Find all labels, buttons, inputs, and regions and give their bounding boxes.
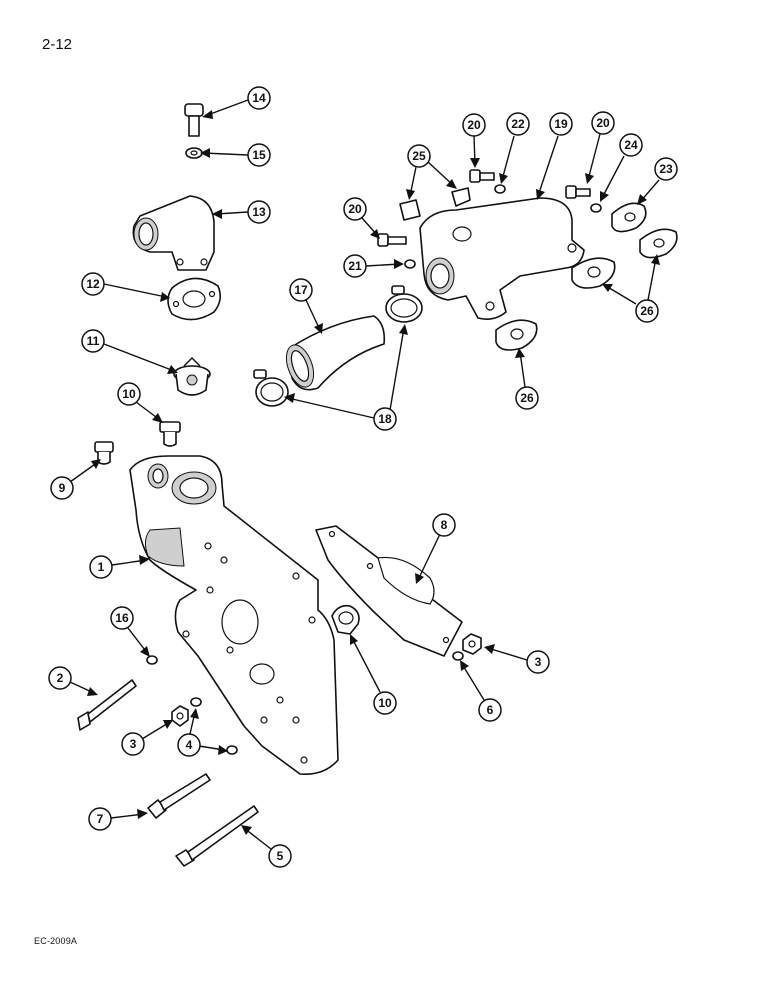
svg-text:24: 24 [624, 138, 638, 152]
svg-text:9: 9 [59, 481, 66, 495]
svg-text:10: 10 [378, 696, 392, 710]
hose-17-drawing [285, 315, 386, 391]
callout-21: 21 [343, 254, 404, 278]
svg-text:7: 7 [97, 812, 104, 826]
lock-washer-6-drawing [452, 651, 464, 661]
bolt-20-middle-drawing [469, 169, 495, 183]
svg-text:14: 14 [252, 91, 266, 105]
callout-24: 24 [600, 133, 643, 202]
lock-washer-16-drawing [146, 655, 158, 665]
callout-5: 5 [241, 825, 292, 868]
callout-12: 12 [81, 272, 170, 302]
svg-text:20: 20 [596, 116, 610, 130]
callout-19: 19 [536, 112, 573, 200]
svg-text:3: 3 [130, 737, 137, 751]
callout-22: 22 [499, 112, 530, 184]
thermostat-11-drawing [173, 357, 211, 396]
callout-20-left: 20 [343, 197, 380, 239]
callout-10-upper: 10 [117, 382, 163, 423]
svg-text:2: 2 [57, 671, 64, 685]
gasket-26-drawing [495, 228, 678, 351]
callout-14: 14 [202, 86, 271, 119]
washer-21-drawing [404, 259, 416, 269]
svg-text:4: 4 [186, 738, 193, 752]
svg-text:11: 11 [87, 334, 100, 348]
svg-text:26: 26 [640, 304, 654, 318]
svg-text:5: 5 [277, 849, 284, 863]
callout-20-right: 20 [585, 111, 615, 184]
thermostat-elbow-13-drawing [132, 195, 215, 271]
svg-text:22: 22 [511, 117, 525, 131]
water-manifold-19-drawing [419, 197, 585, 320]
svg-text:20: 20 [348, 202, 362, 216]
svg-text:17: 17 [294, 283, 308, 297]
callout-18: 18 [284, 324, 408, 431]
callout-1: 1 [89, 555, 150, 579]
callout-7: 7 [88, 807, 148, 831]
nut-3-left-drawing [171, 705, 189, 727]
callout-9: 9 [50, 459, 101, 500]
plug-10-lower-drawing [331, 604, 360, 635]
bolt-14-drawing [184, 103, 204, 137]
callout-25: 25 [406, 144, 457, 200]
page-number: 2-12 [42, 36, 73, 53]
svg-text:10: 10 [122, 387, 136, 401]
lock-washer-4-drawing [190, 697, 238, 755]
gasket-12-drawing [167, 277, 222, 321]
callout-2: 2 [48, 666, 98, 696]
callout-15: 15 [200, 143, 271, 167]
svg-text:16: 16 [115, 611, 129, 625]
bolt-20-left-drawing [377, 233, 407, 247]
callout-4: 4 [177, 708, 228, 757]
callout-6: 6 [460, 660, 502, 722]
svg-text:15: 15 [252, 148, 266, 162]
water-pump-housing-1-drawing [129, 455, 339, 776]
callout-20-middle: 20 [462, 113, 486, 168]
callout-11: 11 [81, 329, 178, 374]
bolt-7-drawing [147, 773, 211, 819]
svg-text:13: 13 [252, 205, 266, 219]
gasket-plate-8-drawing [315, 525, 463, 657]
plug-25-drawing [399, 187, 471, 221]
svg-text:25: 25 [412, 149, 426, 163]
svg-text:12: 12 [86, 277, 100, 291]
bolt-2-drawing [77, 679, 137, 731]
callout-17: 17 [289, 278, 323, 334]
reference-code: EC-2009A [34, 936, 78, 946]
callout-26-right: 26 [602, 254, 660, 323]
callout-8: 8 [415, 513, 456, 584]
svg-text:3: 3 [535, 655, 542, 669]
callout-3-left: 3 [121, 720, 173, 756]
bolt-20-right-drawing [565, 185, 591, 199]
washer-24-drawing [590, 203, 602, 213]
plug-9-drawing [94, 441, 114, 465]
callout-16: 16 [110, 606, 150, 657]
svg-text:6: 6 [487, 703, 494, 717]
callout-23: 23 [637, 157, 678, 205]
svg-text:8: 8 [441, 518, 448, 532]
svg-text:23: 23 [659, 162, 673, 176]
svg-text:20: 20 [467, 118, 481, 132]
callout-13: 13 [212, 200, 271, 224]
nut-3-right-drawing [462, 633, 482, 655]
hose-clamp-18-drawing [253, 285, 423, 407]
svg-text:1: 1 [98, 560, 105, 574]
plug-10-upper-drawing [159, 421, 181, 447]
svg-text:18: 18 [378, 412, 392, 426]
callout-10-lower: 10 [350, 634, 397, 715]
svg-text:21: 21 [348, 259, 362, 273]
svg-text:19: 19 [554, 117, 568, 131]
callout-3-right: 3 [484, 644, 550, 674]
lock-washer-15-drawing [185, 147, 203, 159]
washer-22-drawing [494, 184, 506, 194]
gasket-23-drawing [611, 202, 647, 233]
bolt-5-drawing [175, 805, 259, 867]
callout-26-bottom: 26 [515, 348, 539, 410]
svg-text:26: 26 [520, 391, 534, 405]
